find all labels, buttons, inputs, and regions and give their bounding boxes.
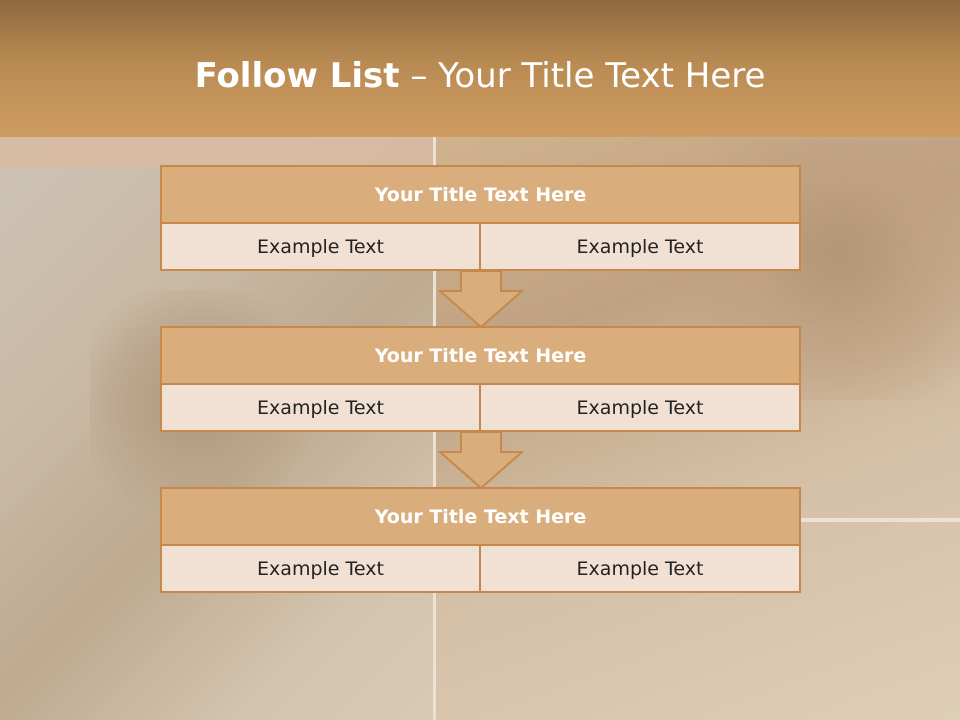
title-bar: Follow List – Your Title Text Here bbox=[0, 0, 960, 137]
background-band bbox=[0, 137, 433, 167]
slide-title-strong: Follow List bbox=[194, 56, 400, 96]
slide-title-rest: – Your Title Text Here bbox=[399, 56, 766, 96]
down-arrow-icon bbox=[438, 432, 524, 490]
block-title: Your Title Text Here bbox=[160, 487, 801, 546]
block-cell-left: Example Text bbox=[160, 544, 481, 593]
block-title: Your Title Text Here bbox=[160, 165, 801, 224]
block-cell-left: Example Text bbox=[160, 222, 481, 271]
slide-title: Follow List – Your Title Text Here bbox=[0, 55, 960, 97]
block-cell-right: Example Text bbox=[479, 383, 801, 432]
down-arrow-icon bbox=[438, 271, 524, 329]
block-cell-right: Example Text bbox=[479, 222, 801, 271]
block-title: Your Title Text Here bbox=[160, 326, 801, 385]
follow-list-block-3: Your Title Text Here Example Text Exampl… bbox=[160, 487, 801, 593]
block-cell-left: Example Text bbox=[160, 383, 481, 432]
follow-list-block-2: Your Title Text Here Example Text Exampl… bbox=[160, 326, 801, 432]
follow-list-block-1: Your Title Text Here Example Text Exampl… bbox=[160, 165, 801, 271]
block-cell-right: Example Text bbox=[479, 544, 801, 593]
